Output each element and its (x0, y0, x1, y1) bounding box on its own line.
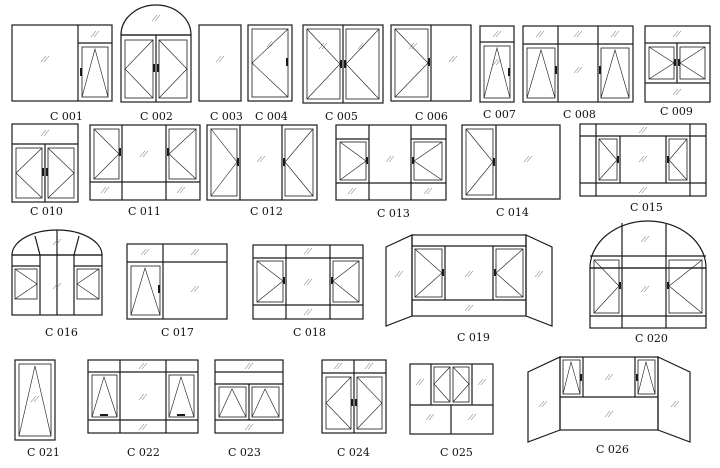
window-c003[interactable] (198, 24, 242, 102)
label-c016: C 016 (45, 326, 78, 339)
window-c007[interactable] (479, 25, 515, 103)
label-c020: C 020 (635, 332, 668, 345)
window-c008[interactable] (522, 25, 634, 103)
label-c017: C 017 (161, 326, 194, 339)
window-c019[interactable] (385, 234, 553, 327)
label-c015: C 015 (630, 201, 663, 214)
label-c011: C 011 (128, 205, 161, 218)
window-c020[interactable] (589, 220, 707, 329)
window-c026[interactable] (527, 356, 691, 443)
window-c015[interactable] (579, 123, 707, 197)
label-c023: C 023 (228, 446, 261, 459)
window-c012[interactable] (206, 124, 318, 201)
label-c021: C 021 (27, 446, 60, 459)
window-c013[interactable] (335, 124, 447, 201)
window-c002[interactable] (120, 4, 192, 103)
window-c014[interactable] (461, 124, 561, 200)
window-c018[interactable] (252, 244, 364, 320)
label-c012: C 012 (250, 205, 283, 218)
label-c018: C 018 (293, 326, 326, 339)
label-c013: C 013 (377, 207, 410, 220)
window-c010[interactable] (11, 123, 79, 203)
window-c006[interactable] (390, 24, 472, 102)
label-c022: C 022 (127, 446, 160, 459)
label-c007: C 007 (483, 108, 516, 121)
label-c025: C 025 (440, 446, 473, 459)
window-c005[interactable] (302, 24, 384, 104)
window-c023[interactable] (214, 359, 284, 434)
label-c006: C 006 (415, 110, 448, 123)
window-c024[interactable] (321, 359, 387, 434)
label-c001: C 001 (50, 110, 83, 123)
window-c001[interactable] (11, 24, 113, 102)
label-c019: C 019 (457, 331, 490, 344)
label-c014: C 014 (496, 206, 529, 219)
window-c017[interactable] (126, 243, 228, 320)
label-c003: C 003 (210, 110, 243, 123)
label-c026: C 026 (596, 443, 629, 456)
window-c016[interactable] (11, 229, 103, 316)
label-c005: C 005 (325, 110, 358, 123)
label-c002: C 002 (140, 110, 173, 123)
window-c009[interactable] (644, 25, 711, 103)
label-c010: C 010 (30, 205, 63, 218)
window-c025[interactable] (409, 363, 494, 435)
window-c022[interactable] (87, 359, 199, 434)
window-c004[interactable] (247, 24, 293, 102)
window-c011[interactable] (89, 124, 201, 201)
window-c021[interactable] (14, 359, 56, 441)
label-c004: C 004 (255, 110, 288, 123)
label-c024: C 024 (337, 446, 370, 459)
label-c009: C 009 (660, 105, 693, 118)
label-c008: C 008 (563, 108, 596, 121)
